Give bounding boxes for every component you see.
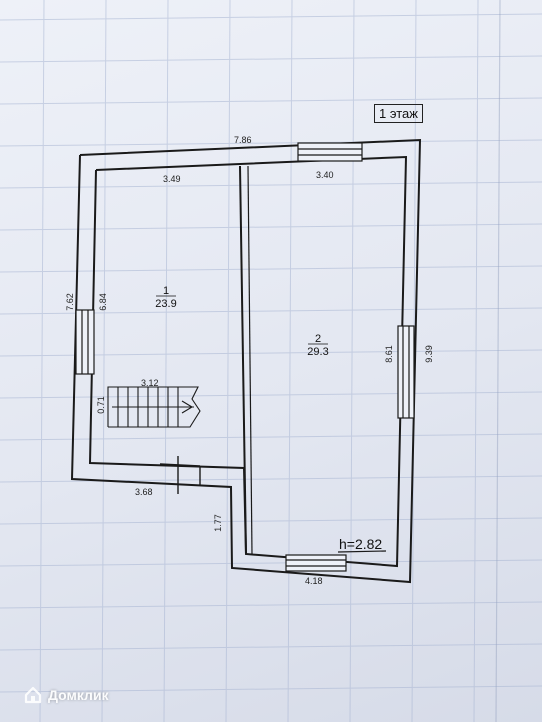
floor-plan [70, 138, 422, 584]
room-number: 2 [315, 333, 321, 345]
house-logo-icon [24, 686, 42, 704]
dim-room1-top: 3.49 [163, 174, 181, 184]
window-right [397, 325, 415, 419]
dim-bottom-left: 3.68 [135, 487, 153, 497]
room-1-label: 1 23.9 [155, 285, 176, 310]
dim-room2-top: 3.40 [316, 170, 334, 180]
floor-label: 1 этаж [374, 104, 423, 123]
window-top [297, 142, 363, 162]
entrance-door [159, 456, 201, 494]
dim-outer-top: 7.86 [234, 135, 252, 145]
dim-bottom-step: 1.77 [213, 514, 223, 532]
dim-left-outer: 7.62 [65, 293, 75, 311]
dim-right-outer: 9.39 [424, 345, 434, 363]
staircase [107, 386, 201, 428]
window-left [75, 309, 95, 375]
dim-left-inner: 6.84 [98, 293, 108, 311]
watermark-text: Домклик [48, 687, 109, 703]
dim-stair-width: 3.12 [141, 378, 159, 388]
dim-right-inner: 8.61 [384, 345, 394, 363]
room-area: 23.9 [155, 298, 176, 310]
ceiling-height: h=2.82 [339, 536, 382, 552]
room-2-label: 2 29.3 [307, 333, 328, 358]
dim-stair-depth: 0.71 [96, 396, 106, 414]
room-number: 1 [163, 285, 169, 297]
watermark: Домклик [24, 686, 109, 704]
outer-wall [70, 138, 422, 584]
dim-bottom-right: 4.18 [305, 576, 323, 586]
partition-wall [239, 165, 247, 555]
room-area: 29.3 [307, 346, 328, 358]
window-bottom [285, 554, 347, 572]
